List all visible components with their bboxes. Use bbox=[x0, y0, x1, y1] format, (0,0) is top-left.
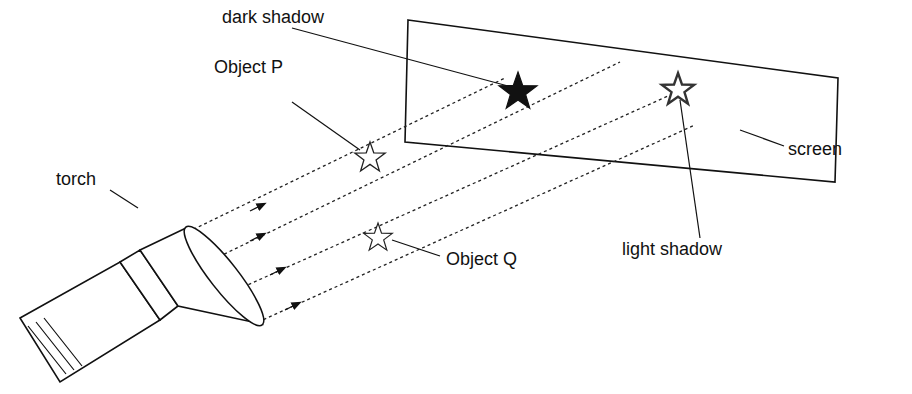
label: screen bbox=[788, 140, 842, 160]
leader-lines bbox=[110, 28, 784, 256]
object-label: Object P bbox=[214, 58, 283, 78]
light-shadow-star bbox=[662, 73, 694, 104]
label: light shadow bbox=[622, 240, 722, 260]
label: dark shadow bbox=[222, 8, 324, 28]
light-rays bbox=[188, 62, 695, 322]
object-label: Object Q bbox=[446, 250, 517, 270]
object-p-star bbox=[355, 142, 385, 171]
part-label: torch bbox=[56, 170, 96, 190]
torch bbox=[20, 219, 273, 382]
dark-shadow-star bbox=[499, 72, 537, 108]
object-q-star bbox=[364, 223, 393, 250]
